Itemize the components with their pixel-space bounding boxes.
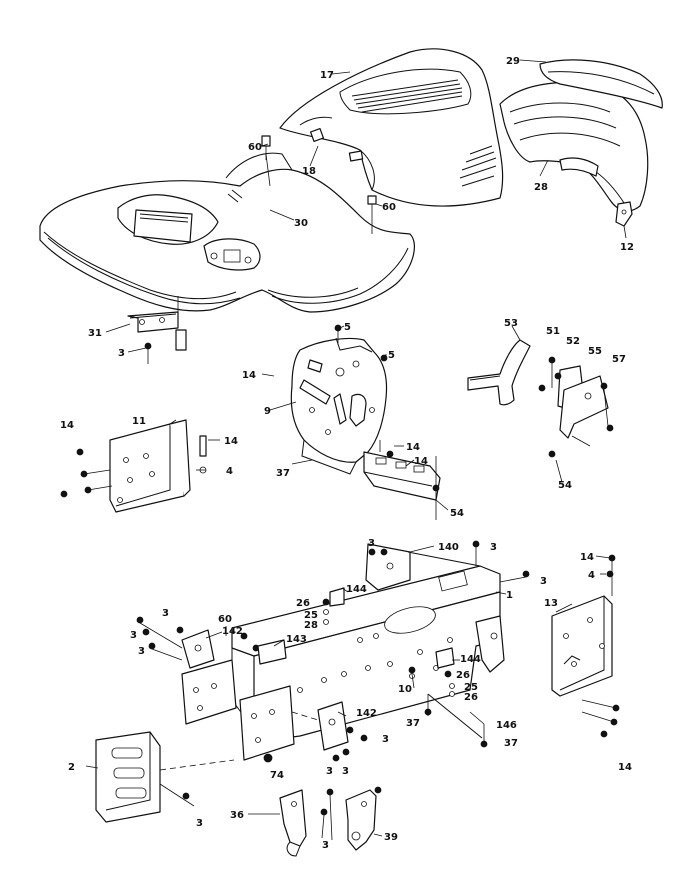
callout-146: 146	[496, 720, 517, 731]
callout-55: 55	[588, 346, 602, 357]
callout-25: 25	[464, 682, 478, 693]
callout-3: 3	[368, 538, 375, 549]
callout-37: 37	[406, 718, 420, 729]
callout-74: 74	[270, 770, 284, 781]
upper-hardware-part	[322, 587, 345, 625]
callout-36: 36	[230, 810, 244, 821]
callout-5: 5	[388, 350, 395, 361]
callout-52: 52	[566, 336, 580, 347]
left-rail-part	[136, 616, 287, 725]
callout-144: 144	[460, 654, 481, 665]
callout-3: 3	[342, 766, 349, 777]
callout-3: 3	[138, 646, 145, 657]
bumper-part	[539, 59, 663, 109]
callout-3: 3	[130, 630, 137, 641]
callout-labels: 17 29 60 18 28 30 60 12 31 3 5 5 53 51 5…	[60, 56, 634, 851]
callout-60: 60	[218, 614, 232, 625]
hood-part	[279, 48, 504, 207]
callout-14: 14	[618, 762, 632, 773]
callout-31: 31	[88, 328, 102, 339]
callout-30: 30	[294, 218, 308, 229]
callout-26: 26	[456, 670, 470, 681]
callout-18: 18	[302, 166, 316, 177]
latch-part	[615, 201, 633, 227]
side-panel-right-part	[551, 554, 620, 738]
callout-54: 54	[450, 508, 464, 519]
callout-142: 142	[222, 626, 243, 637]
callout-9: 9	[264, 406, 271, 417]
callout-53: 53	[504, 318, 518, 329]
front-plate-part	[95, 731, 235, 823]
callout-3: 3	[118, 348, 125, 359]
callout-3: 3	[196, 818, 203, 829]
callout-26: 26	[296, 598, 310, 609]
callout-28: 28	[534, 182, 548, 193]
callout-leaders	[85, 59, 627, 837]
callout-39: 39	[384, 832, 398, 843]
callout-11: 11	[132, 416, 146, 427]
callout-3: 3	[490, 542, 497, 553]
callout-51: 51	[546, 326, 560, 337]
side-panel-left-part	[60, 419, 207, 513]
fender-part	[39, 135, 415, 313]
callout-3: 3	[322, 840, 329, 851]
dash-panel-part	[290, 324, 388, 475]
callout-54: 54	[558, 480, 572, 491]
callout-14: 14	[242, 370, 256, 381]
bracket-36-part	[279, 788, 334, 857]
bracket-plate-part	[538, 356, 614, 458]
main-frame-part	[231, 565, 505, 741]
bracket-39-part	[345, 786, 382, 851]
callout-37: 37	[276, 468, 290, 479]
callout-26: 26	[464, 692, 478, 703]
callout-140: 140	[438, 542, 459, 553]
fender-bracket-part	[127, 296, 187, 364]
callout-28: 28	[304, 620, 318, 631]
callout-3: 3	[326, 766, 333, 777]
callout-25: 25	[304, 610, 318, 621]
callout-60: 60	[382, 202, 396, 213]
pedal-bracket-part	[467, 339, 531, 406]
dash-bracket-part	[363, 440, 441, 520]
callout-14: 14	[60, 420, 74, 431]
callout-5: 5	[344, 322, 351, 333]
lower-rail-part	[239, 685, 368, 763]
rod-part	[424, 693, 488, 748]
callout-4: 4	[226, 466, 233, 477]
callout-4: 4	[588, 570, 595, 581]
front-bracket-part	[365, 540, 530, 591]
callout-10: 10	[398, 684, 412, 695]
callout-29: 29	[506, 56, 520, 67]
callout-17: 17	[320, 70, 334, 81]
grille-part	[499, 81, 649, 212]
callout-14: 14	[414, 456, 428, 467]
callout-143: 143	[286, 634, 307, 645]
callout-3: 3	[382, 734, 389, 745]
callout-13: 13	[544, 598, 558, 609]
callout-57: 57	[612, 354, 626, 365]
callout-142: 142	[356, 708, 377, 719]
callout-14: 14	[224, 436, 238, 447]
callout-3: 3	[540, 576, 547, 587]
callout-3: 3	[162, 608, 169, 619]
callout-12: 12	[620, 242, 634, 253]
callout-14: 14	[580, 552, 594, 563]
lower-hardware-part	[408, 647, 455, 697]
callout-37: 37	[504, 738, 518, 749]
callout-144: 144	[346, 584, 367, 595]
callout-2: 2	[68, 762, 75, 773]
callout-1: 1	[506, 590, 513, 601]
callout-60: 60	[248, 142, 262, 153]
callout-14: 14	[406, 442, 420, 453]
